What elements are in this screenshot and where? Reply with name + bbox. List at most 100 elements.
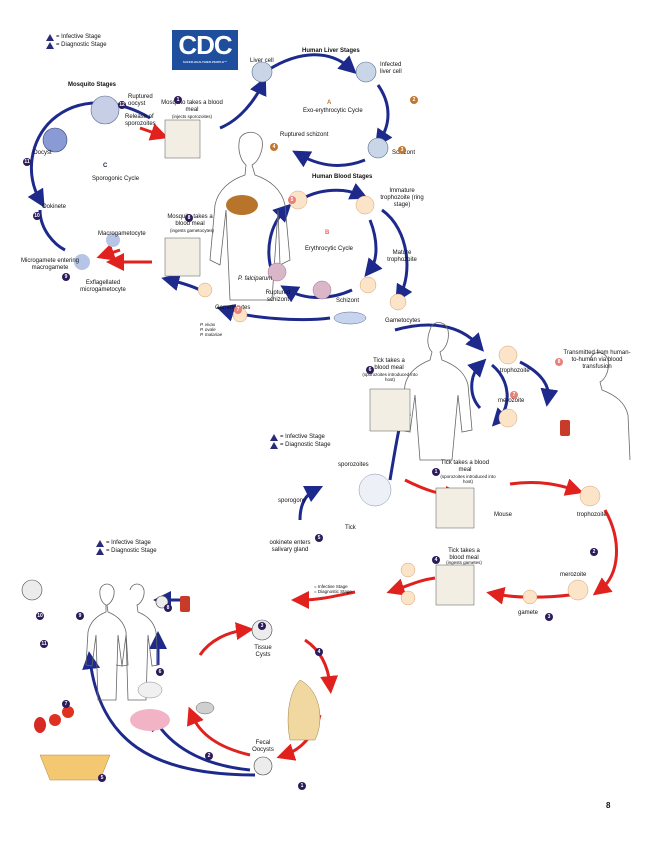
step-12-badge: 12 [118,93,126,111]
toxo-step-8-badge: 8 [164,596,172,614]
babesia-legend-diagnostic-label: = Diagnostic Stage [280,442,331,448]
step-number: 12 [118,101,126,109]
small-legend-diagnostic: = Diagnostic Stage [314,589,352,594]
gametocytes-right-label: Gametocytes [385,318,421,324]
exo-cycle-label: Exo-erythrocytic Cycle [303,108,363,114]
step-1-badge: 1 [174,88,182,106]
p-falciparum-label: P. falciparum [238,276,273,282]
step-number: 2 [590,548,598,556]
step-4-badge: 4 [270,135,278,153]
step-number: 5 [98,774,106,782]
label-b: B [325,230,330,236]
step-number: 3 [398,146,406,154]
infective-triangle-icon [46,34,54,41]
toxo-step-11-badge: 11 [40,632,48,650]
p-other-species-label: P. vivax P. ovale P. malariae [200,322,223,337]
ookinete-enters-label: ookinete enters salivary gland [269,540,311,553]
babesia-legend-infective-label: = Infective Stage [280,434,325,440]
step-3-badge: 3 [398,138,406,156]
diagnostic-triangle-icon [270,442,278,449]
liver-cell-label: Liver cell [250,58,274,64]
step-number: 2 [205,752,213,760]
step-number: 8 [164,604,172,612]
mosquito-meal-1-label: Mosquito takes a blood meal [161,100,223,113]
step-number: 4 [432,556,440,564]
trophozoite-human-label: trophozoite [500,368,530,374]
babesia-step-8-badge: 8 [555,350,563,368]
toxo-step-7-badge: 7 [62,692,70,710]
step-number: 4 [270,143,278,151]
tick-label: Tick [345,525,356,531]
legend-infective-label: = Infective Stage [56,34,101,40]
trophozoite-mouse-label: trophozoite [577,512,607,518]
malaria-legend: = Infective Stage = Diagnostic Stage [46,34,107,50]
step-9-badge: 9 [62,265,70,283]
page-number: 8 [606,801,611,810]
step-number: 3 [258,622,266,630]
toxo-step-1-badge: 1 [298,774,306,792]
toxo-step-6-badge: 6 [156,660,164,678]
toxo-step-4-badge: 4 [315,640,323,658]
step-11-badge: 11 [23,150,31,168]
tissue-cysts-label: Tissue Cysts [254,645,272,658]
step-number: 9 [62,273,70,281]
transmitted-label: Transmitted from human-to-human via bloo… [563,350,631,370]
sporozoites-label: sporozoites [338,462,369,468]
step-number: 6 [156,668,164,676]
fecal-oocysts-label: Fecal Oocysts [252,740,274,753]
babesia-step-6-badge: 6 [366,358,374,376]
step-number: 1 [432,468,440,476]
step-number: 8 [555,358,563,366]
toxo-legend-diagnostic-label: = Diagnostic Stage [106,548,157,554]
mosquito-meal-8-sub: (ingests gametocytes) [169,228,215,233]
step-5-badge: 5 [288,188,296,206]
step-number: 11 [23,158,31,166]
microgamete-label: Microgamete entering macrogamete [20,258,80,271]
tick-meal-6-sub: (sporozoites introduced into host) [362,372,418,382]
erythrocytic-cycle-label: Erythrocytic Cycle [305,246,354,252]
step-number: 2 [410,96,418,104]
tick-meal-4-label: Tick takes a blood meal [448,548,480,561]
tick-meal-1-sub: (sporozoites introduced into host) [440,474,496,484]
mouse-label: Mouse [494,512,513,518]
step-number: 7 [234,306,242,314]
diagnostic-triangle-icon [96,548,104,555]
toxo-step-5-badge: 5 [98,766,106,784]
release-sporozoites-label: Release of sporozoites [125,114,156,127]
merozoite-mouse-label: merozoite [560,572,587,578]
babesia-step-1-badge: 1 [432,460,440,478]
step-number: 10 [33,212,41,220]
ookinete-label: Ookinete [42,204,67,210]
infected-liver-cell-label: Infected liver cell [380,62,402,75]
toxo-step-3-badge: 3 [258,614,266,632]
mosquito-stages-title: Mosquito Stages [68,82,117,88]
infective-triangle-icon [270,434,278,441]
oocyst-label: Oocyst [33,150,52,156]
babesia-step-3-badge: 3 [545,605,553,623]
gametocytes-left-label: Gametocytes [215,305,251,311]
toxo-step-9-badge: 9 [76,604,84,622]
toxo-legend-infective-label: = Infective Stage [106,540,151,546]
sporogony-label: sporogony [278,498,307,504]
step-number: 5 [315,534,323,542]
babesia-small-legend: = Infective Stage = Diagnostic Stage [314,584,352,594]
step-8-badge: 8 [185,206,193,224]
step-number: 1 [174,96,182,104]
label-a: A [327,100,332,106]
cdc-logo-text: CDC [178,30,232,60]
step-number: 11 [40,640,48,648]
step-2-badge: 2 [410,88,418,106]
exflagellated-label: Exflagellated microgametocyte [80,280,126,293]
small-legend-infective: = Infective Stage [314,584,348,589]
step-number: 1 [298,782,306,790]
babesia-legend: = Infective Stage = Diagnostic Stage [270,434,331,450]
tick-meal-6-label: Tick takes a blood meal [373,358,405,371]
step-number: 6 [366,366,374,374]
ruptured-schizont-liver-label: Ruptured schizont [280,132,329,138]
step-number: 5 [288,196,296,204]
schizont-blood-label: Schizont [336,298,360,304]
cdc-logo-tagline: SAFER·HEALTHIER·PEOPLE™ [182,60,228,64]
babesia-step-4-badge: 4 [432,548,440,566]
macrogametocyte-label: Macrogametocyte [98,231,146,237]
